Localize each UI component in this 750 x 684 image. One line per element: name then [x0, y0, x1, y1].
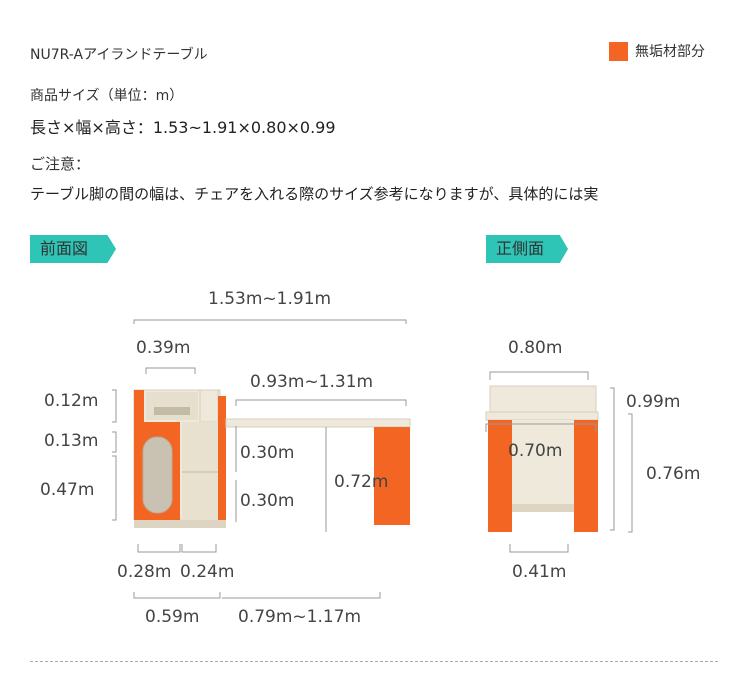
cabinet-top-slot	[154, 407, 190, 415]
size-label: 商品サイズ（単位：m）	[30, 88, 184, 104]
dim-total-length: 1.53m~1.91m	[208, 289, 332, 309]
section-divider	[30, 661, 718, 662]
dim-side-inner-width: 0.70m	[508, 441, 563, 461]
dim-side-total-height: 0.99m	[626, 392, 681, 412]
note-text: テーブル脚の間の幅は、チェアを入れる際のサイズ参考になりますが、具体的には実	[30, 185, 599, 203]
dim-table-height: 0.72m	[334, 472, 389, 492]
side-view-drawing	[485, 371, 633, 553]
dim-table-length: 0.93m~1.31m	[250, 372, 374, 392]
dimensions-text: 長さ×幅×高さ：1.53~1.91×0.80×0.99	[30, 118, 336, 137]
dim-base-right: 0.79m~1.17m	[238, 607, 362, 627]
table-leg	[374, 427, 410, 525]
cabinet-top-drawer	[146, 392, 198, 420]
legend-label: 無垢材部分	[635, 44, 705, 60]
cabinet-top-right	[199, 389, 219, 423]
side-inner-panel	[500, 420, 586, 510]
dim-bottom-right: 0.24m	[180, 562, 235, 582]
side-right-leg	[574, 420, 598, 532]
dim-side-bottom-width: 0.41m	[512, 562, 567, 582]
dim-top-height: 0.12m	[44, 391, 99, 411]
cabinet-top-left-panel	[134, 390, 144, 422]
side-view-tag: 正側面	[486, 235, 568, 263]
dim-shelf-lower: 0.30m	[240, 491, 295, 511]
product-title: NU7R-Aアイランドテーブル	[30, 47, 208, 63]
note-label: ご注意：	[30, 155, 91, 173]
dim-lower-height: 0.47m	[40, 480, 95, 500]
dim-side-table-height: 0.76m	[646, 464, 701, 484]
side-left-leg	[488, 420, 512, 532]
cabinet-base	[134, 520, 226, 528]
front-view-drawing	[112, 319, 411, 599]
dim-bottom-left: 0.28m	[117, 562, 172, 582]
tabletop	[225, 418, 411, 428]
cabinet-door-window	[142, 436, 173, 514]
dim-cabinet-width: 0.39m	[136, 338, 191, 358]
side-bottom-bar	[512, 504, 574, 512]
cabinet-orange-post	[218, 396, 226, 422]
dim-shelf-upper: 0.30m	[240, 443, 295, 463]
front-view-tag: 前面図	[30, 235, 116, 263]
cabinet-right-panel	[218, 422, 226, 520]
dim-upper-height: 0.13m	[44, 431, 99, 451]
dim-base-left: 0.59m	[145, 607, 200, 627]
legend-swatch	[609, 41, 628, 61]
side-top-box	[489, 385, 597, 413]
dim-side-top-width: 0.80m	[508, 338, 563, 358]
legend: 無垢材部分	[609, 41, 705, 61]
side-tabletop	[485, 411, 599, 421]
